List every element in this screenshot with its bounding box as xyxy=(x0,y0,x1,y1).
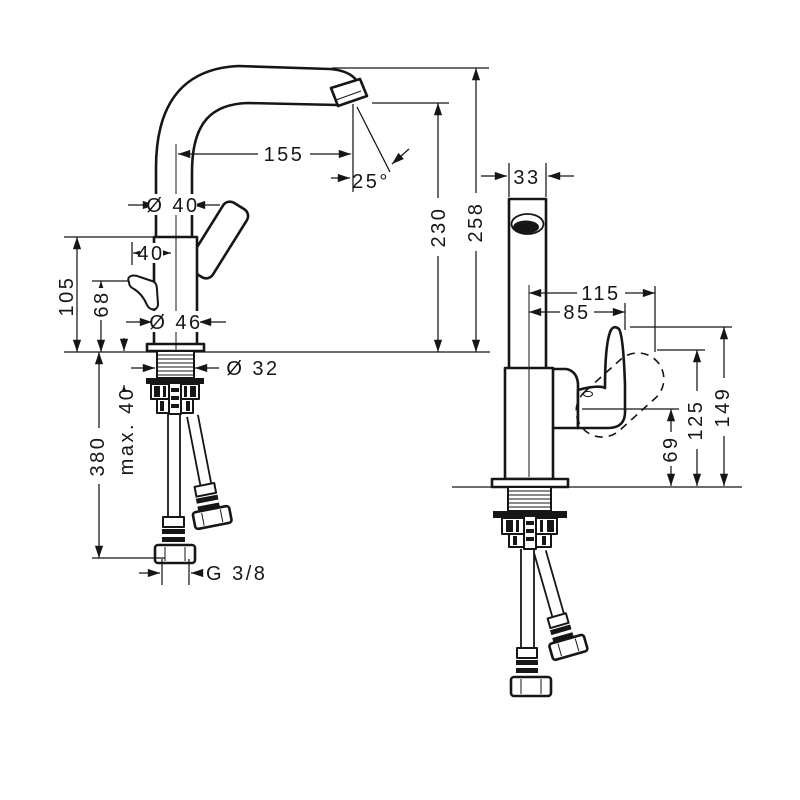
side-shank-threads xyxy=(509,490,550,508)
dim-base-dia: Ø 46 xyxy=(126,311,226,334)
front-rod-threads xyxy=(171,388,179,408)
dim-spout-width-label: 33 xyxy=(513,167,540,189)
dim-outlet-height-label: 230 xyxy=(428,207,450,248)
side-washer xyxy=(493,511,567,518)
dim-body-height: 105 xyxy=(56,237,82,352)
front-hose-straight xyxy=(153,414,197,565)
dim-shank-dia: Ø 32 xyxy=(131,358,279,380)
front-nut-ribs xyxy=(154,386,196,397)
dim-thread-label: G 3/8 xyxy=(206,563,267,585)
front-hose-diagonal xyxy=(186,414,233,531)
side-hose-straight xyxy=(509,549,553,698)
side-hose-diagonal xyxy=(533,550,589,662)
dim-total-height: 258 xyxy=(465,68,487,352)
dim-handle-height: 68 xyxy=(91,281,113,352)
side-outlet-opening xyxy=(513,220,539,234)
dim-pivot-height: 69 xyxy=(660,409,682,486)
dim-pivot-height-label: 69 xyxy=(660,435,682,462)
side-view xyxy=(452,197,742,698)
front-shank-threads xyxy=(158,354,193,376)
side-outlet-ring xyxy=(510,213,545,235)
dim-thread: G 3/8 xyxy=(139,563,267,585)
dim-deck-thickness-label: max. 40 xyxy=(116,387,138,476)
side-dimensions: 33 115 85 149 125 69 xyxy=(481,163,734,486)
front-washer xyxy=(146,378,204,384)
side-spout xyxy=(507,197,548,371)
dim-lever-open-height-label: 125 xyxy=(685,400,707,441)
front-spout xyxy=(154,64,364,242)
dim-spout-dia-label: Ø 40 xyxy=(146,195,199,217)
front-aerator xyxy=(329,77,369,108)
dim-lever-reach-open: 115 xyxy=(529,283,655,305)
front-nut-lower-ribs xyxy=(160,401,190,411)
dim-deck-thickness: max. 40 xyxy=(115,338,138,475)
dim-hose-length-label: 380 xyxy=(87,436,109,477)
dim-hose-length: 380 xyxy=(87,352,109,558)
dim-spout-width: 33 xyxy=(481,167,574,189)
dim-lever-reach-label: 85 xyxy=(563,302,590,324)
dim-lever-reach: 85 xyxy=(529,302,625,324)
dim-handle-height-label: 68 xyxy=(91,290,113,317)
dim-base-dia-label: Ø 46 xyxy=(149,312,202,334)
dim-lever-open-height: 125 xyxy=(685,350,707,486)
front-handle-hook xyxy=(127,274,159,311)
side-lever-shoulder xyxy=(551,367,580,430)
dim-spout-dia: Ø 40 xyxy=(128,194,220,217)
dim-offset-label: 40 xyxy=(137,243,164,265)
dim-reach-label: 155 xyxy=(264,144,305,166)
dim-shank-dia-label: Ø 32 xyxy=(226,358,279,380)
dim-lever-height: 149 xyxy=(712,327,734,486)
dim-angle: 25° xyxy=(331,106,410,193)
side-lever-open-dashed xyxy=(575,352,665,438)
front-view xyxy=(64,64,490,565)
dim-reach: 155 xyxy=(178,143,351,166)
side-rod-threads xyxy=(526,521,534,541)
dim-total-height-label: 258 xyxy=(465,202,487,243)
front-dimensions: 155 25° Ø 40 40 105 xyxy=(56,67,489,585)
dim-body-height-label: 105 xyxy=(56,276,78,317)
side-nut-lower-ribs xyxy=(513,536,546,545)
dim-lever-height-label: 149 xyxy=(712,387,734,428)
dim-angle-label: 25° xyxy=(352,171,390,193)
side-flange xyxy=(490,477,570,489)
side-nut-ribs xyxy=(506,520,554,532)
dim-lever-reach-open-label: 115 xyxy=(581,283,620,305)
dim-outlet-height: 230 xyxy=(428,103,450,352)
dim-offset: 40 xyxy=(133,243,171,265)
front-aerator-line xyxy=(335,90,362,101)
side-lever xyxy=(576,325,627,430)
